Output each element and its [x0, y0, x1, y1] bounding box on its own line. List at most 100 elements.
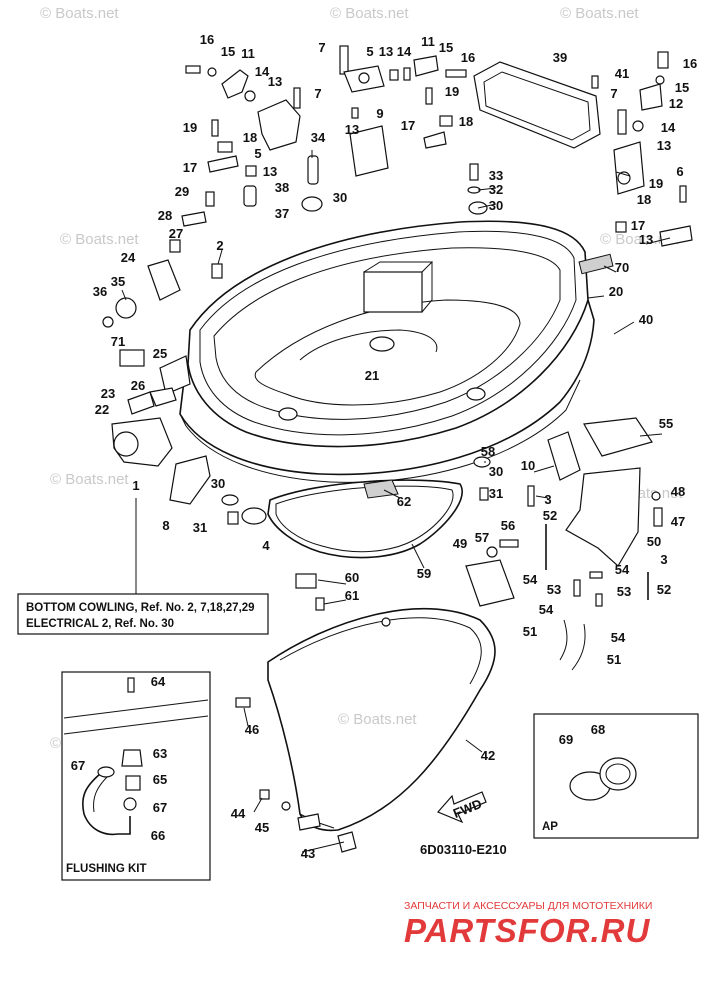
callout-number: 6 [676, 164, 683, 179]
callout-number: 69 [559, 732, 573, 747]
callout-number: 65 [153, 772, 167, 787]
callout-number: 7 [318, 40, 325, 55]
callout-number: 28 [158, 208, 172, 223]
callout-number: 44 [231, 806, 246, 821]
callout-number: 10 [521, 458, 535, 473]
flushing-kit-box: FLUSHING KIT [61, 671, 211, 881]
callout-number: 66 [151, 828, 165, 843]
callout-number: 38 [275, 180, 289, 195]
callout-number: 50 [647, 534, 661, 549]
footer-tagline: ЗАПЧАСТИ И АКСЕССУАРЫ ДЛЯ МОТОТЕХНИКИ [404, 900, 652, 912]
callout-number: 70 [615, 260, 629, 275]
callout-number: 27 [169, 226, 183, 241]
callout-number: 60 [345, 570, 359, 585]
callout-number: 17 [183, 160, 197, 175]
callout-number: 59 [417, 566, 431, 581]
callout-number: 15 [675, 80, 689, 95]
bracket-left [169, 65, 301, 279]
callout-number: 49 [453, 536, 467, 551]
callout-number: 30 [333, 190, 347, 205]
apron-cover [235, 573, 496, 853]
callout-number: 30 [211, 476, 225, 491]
callout-number: 54 [523, 572, 538, 587]
callout-number: 18 [637, 192, 651, 207]
callout-number: 53 [617, 584, 631, 599]
callout-number: 3 [660, 552, 667, 567]
callout-number: 31 [489, 486, 503, 501]
callout-number: 19 [183, 120, 197, 135]
callout-number: 46 [245, 722, 259, 737]
callout-number: 8 [162, 518, 169, 533]
callout-number: 22 [95, 402, 109, 417]
callout-number: 51 [607, 652, 621, 667]
reference-line-1: BOTTOM COWLING, Ref. No. 2, 7,18,27,29 [26, 602, 255, 614]
seal-strip [267, 479, 463, 559]
diagram-code: 6D03110-E210 [420, 842, 507, 857]
callout-number: 55 [659, 416, 673, 431]
callout-number: 13 [379, 44, 393, 59]
footer-logo: PARTSFOR.RU [404, 912, 650, 949]
callout-number: 41 [615, 66, 629, 81]
callout-number: 58 [481, 444, 495, 459]
callout-number: 7 [610, 86, 617, 101]
reference-box: BOTTOM COWLING, Ref. No. 2, 7,18,27,29 E… [17, 498, 269, 635]
callout-number: 16 [461, 50, 475, 65]
callout-number: 13 [268, 74, 282, 89]
watermark-text: © Boats.net [40, 5, 119, 22]
callout-number: 14 [397, 44, 412, 59]
callout-number: 48 [671, 484, 685, 499]
watermark-text: © Boats.net [338, 711, 417, 728]
callout-number: 29 [175, 184, 189, 199]
callout-number: 13 [657, 138, 671, 153]
callout-number: 19 [445, 84, 459, 99]
leader-lines [121, 150, 671, 853]
callout-number: 17 [401, 118, 415, 133]
callout-number: 34 [311, 130, 326, 145]
callout-number: 18 [459, 114, 473, 129]
callout-number: 54 [615, 562, 630, 577]
reference-line-2: ELECTRICAL 2, Ref. No. 30 [26, 618, 174, 630]
callout-number: 5 [254, 146, 261, 161]
callout-number: 56 [501, 518, 515, 533]
callout-number: 5 [366, 44, 373, 59]
callout-number: 18 [243, 130, 257, 145]
callout-number: 13 [639, 232, 653, 247]
callout-number: 45 [255, 820, 269, 835]
callout-number: 52 [657, 582, 671, 597]
callout-number: 20 [609, 284, 623, 299]
callout-number: 3 [544, 492, 551, 507]
callout-number: 4 [262, 538, 270, 553]
callout-number: 21 [365, 368, 379, 383]
right-hardware [465, 417, 663, 671]
callout-number: 47 [671, 514, 685, 529]
callout-number: 62 [397, 494, 411, 509]
watermark-text: © Boats.net [60, 231, 139, 248]
callout-number: 12 [669, 96, 683, 111]
callout-number: 52 [543, 508, 557, 523]
callout-number: 61 [345, 588, 359, 603]
callout-number: 17 [631, 218, 645, 233]
callout-number: 24 [121, 250, 136, 265]
callout-number: 51 [523, 624, 537, 639]
callout-number: 16 [683, 56, 697, 71]
callout-number: 16 [200, 32, 214, 47]
callout-number: 37 [275, 206, 289, 221]
callout-number: 43 [301, 846, 315, 861]
callout-number: 35 [111, 274, 125, 289]
callout-number: 30 [489, 464, 503, 479]
footer-brand: ЗАПЧАСТИ И АКСЕССУАРЫ ДЛЯ МОТОТЕХНИКИ PA… [404, 900, 652, 949]
watermark-text: © Boats.net [560, 5, 639, 22]
callout-number: 15 [439, 40, 453, 55]
callout-number: 54 [539, 602, 554, 617]
callout-number: 9 [376, 106, 383, 121]
bottom-cowling [179, 220, 614, 483]
callout-number: 64 [151, 674, 166, 689]
callout-number: 11 [421, 34, 435, 49]
flushing-kit-label: FLUSHING KIT [66, 863, 147, 875]
callout-number: 2 [216, 238, 223, 253]
callout-number: 54 [611, 630, 626, 645]
cover-plate [473, 61, 601, 149]
